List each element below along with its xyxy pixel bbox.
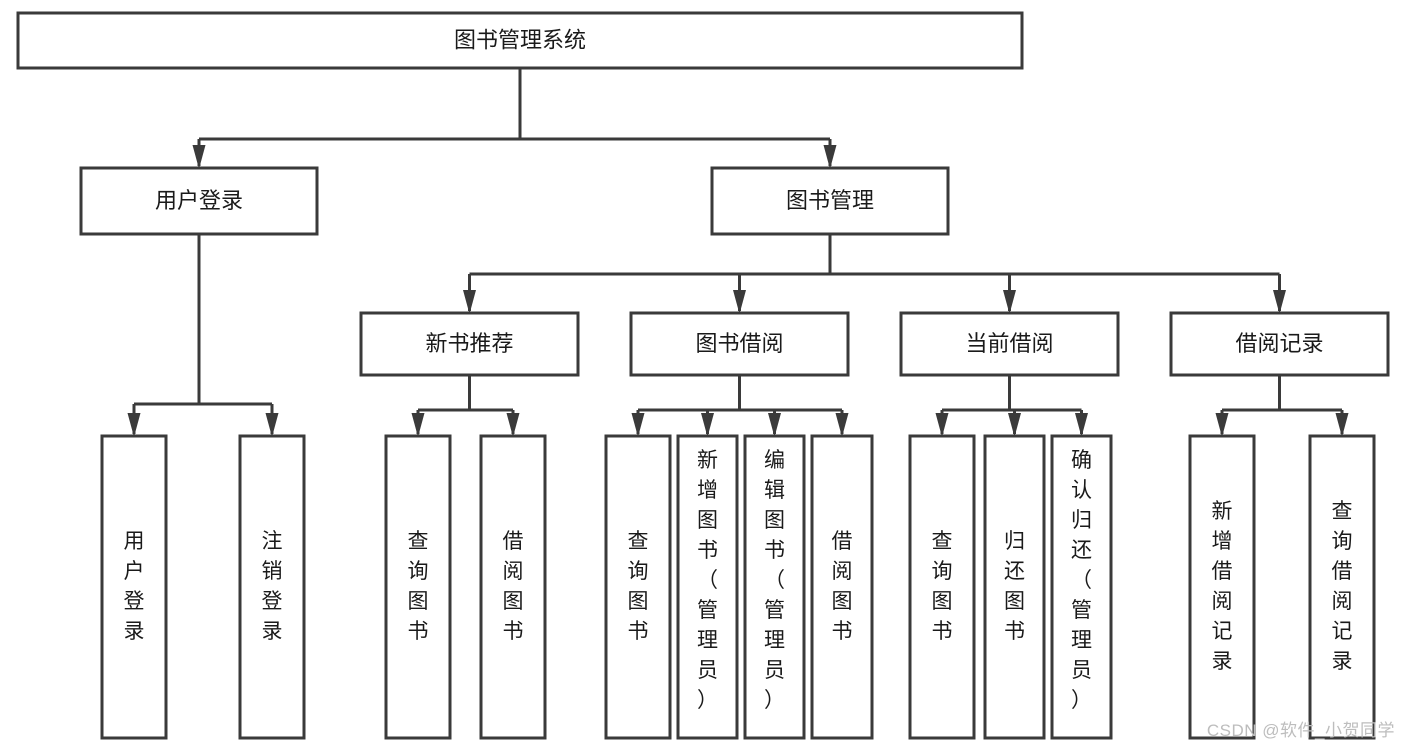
arrow-head-icon [768,413,781,437]
node-leaf-edit-book-label: 编辑图书（管理员） [764,449,785,712]
node-leaf-logout-login-label: 注销登录 [262,530,283,643]
arrow-head-icon [192,145,206,169]
arrow-head-icon [1075,413,1088,437]
node-leaf-confirm-return[interactable] [1050,434,1113,740]
node-leaf-query-book-2[interactable] [604,434,672,740]
arrow-head-icon [1215,413,1229,437]
node-book-manage-label: 图书管理 [786,188,874,213]
node-root[interactable] [16,11,1024,70]
node-borrow-record-label: 借阅记录 [1235,331,1323,356]
node-leaf-user-login-label: 用户登录 [124,530,145,643]
node-borrow-record[interactable] [1169,311,1390,377]
node-leaf-add-borrow-record[interactable] [1188,434,1256,740]
arrow-head-icon [823,145,837,169]
arrow-head-icon [463,290,476,314]
arrow-head-icon [1008,413,1021,437]
node-leaf-add-borrow-record-label: 新增借阅记录 [1212,500,1233,673]
node-leaf-add-book-label: 新增图书（管理员） [697,449,718,712]
node-current-borrow[interactable] [899,311,1120,377]
node-leaf-logout-login[interactable] [238,434,306,740]
node-leaf-query-book-3-label: 查询图书 [932,530,953,643]
node-leaf-borrow-book-1[interactable] [479,434,547,740]
node-current-borrow-label: 当前借阅 [965,331,1053,356]
node-user-login-label: 用户登录 [155,188,243,213]
arrow-head-icon [1335,413,1349,437]
node-leaf-borrow-book-1-label: 借阅图书 [503,530,524,643]
node-user-login[interactable] [79,166,319,236]
node-leaf-query-borrow-record[interactable] [1308,434,1376,740]
node-leaf-query-book-3[interactable] [908,434,976,740]
node-leaf-return-book[interactable] [983,434,1046,740]
arrow-head-icon [1003,290,1016,314]
arrow-head-icon [265,413,279,437]
connector-layer [127,68,1349,437]
arrow-head-icon [631,413,645,437]
node-leaf-query-book-1[interactable] [384,434,452,740]
node-layer: 图书管理系统用户登录图书管理新书推荐图书借阅当前借阅借阅记录用户登录注销登录查询… [16,11,1390,740]
arrow-head-icon [733,290,746,314]
node-leaf-query-book-1-label: 查询图书 [408,530,429,643]
arrow-head-icon [701,413,714,437]
node-book-borrow-label: 图书借阅 [695,331,783,356]
arrow-head-icon [935,413,949,437]
node-leaf-borrow-book-2[interactable] [810,434,874,740]
node-leaf-query-book-2-label: 查询图书 [628,530,649,643]
node-leaf-return-book-label: 归还图书 [1004,530,1025,643]
node-leaf-edit-book[interactable] [743,434,806,740]
arrow-head-icon [1273,290,1286,314]
node-root-label: 图书管理系统 [454,27,586,52]
node-book-manage[interactable] [710,166,950,236]
node-new-book-recommend[interactable] [359,311,580,377]
node-leaf-confirm-return-label: 确认归还（管理员） [1071,449,1092,712]
node-new-book-recommend-label: 新书推荐 [425,331,513,356]
arrow-head-icon [411,413,425,437]
arrow-head-icon [835,413,849,437]
node-leaf-user-login[interactable] [100,434,168,740]
node-leaf-query-borrow-record-label: 查询借阅记录 [1332,500,1353,673]
arrow-head-icon [506,413,520,437]
csdn-watermark: CSDN @软件_小贺同学 [1206,721,1395,740]
arrow-head-icon [127,413,141,437]
node-leaf-borrow-book-2-label: 借阅图书 [832,530,853,643]
node-leaf-add-book[interactable] [676,434,739,740]
node-book-borrow[interactable] [629,311,850,377]
